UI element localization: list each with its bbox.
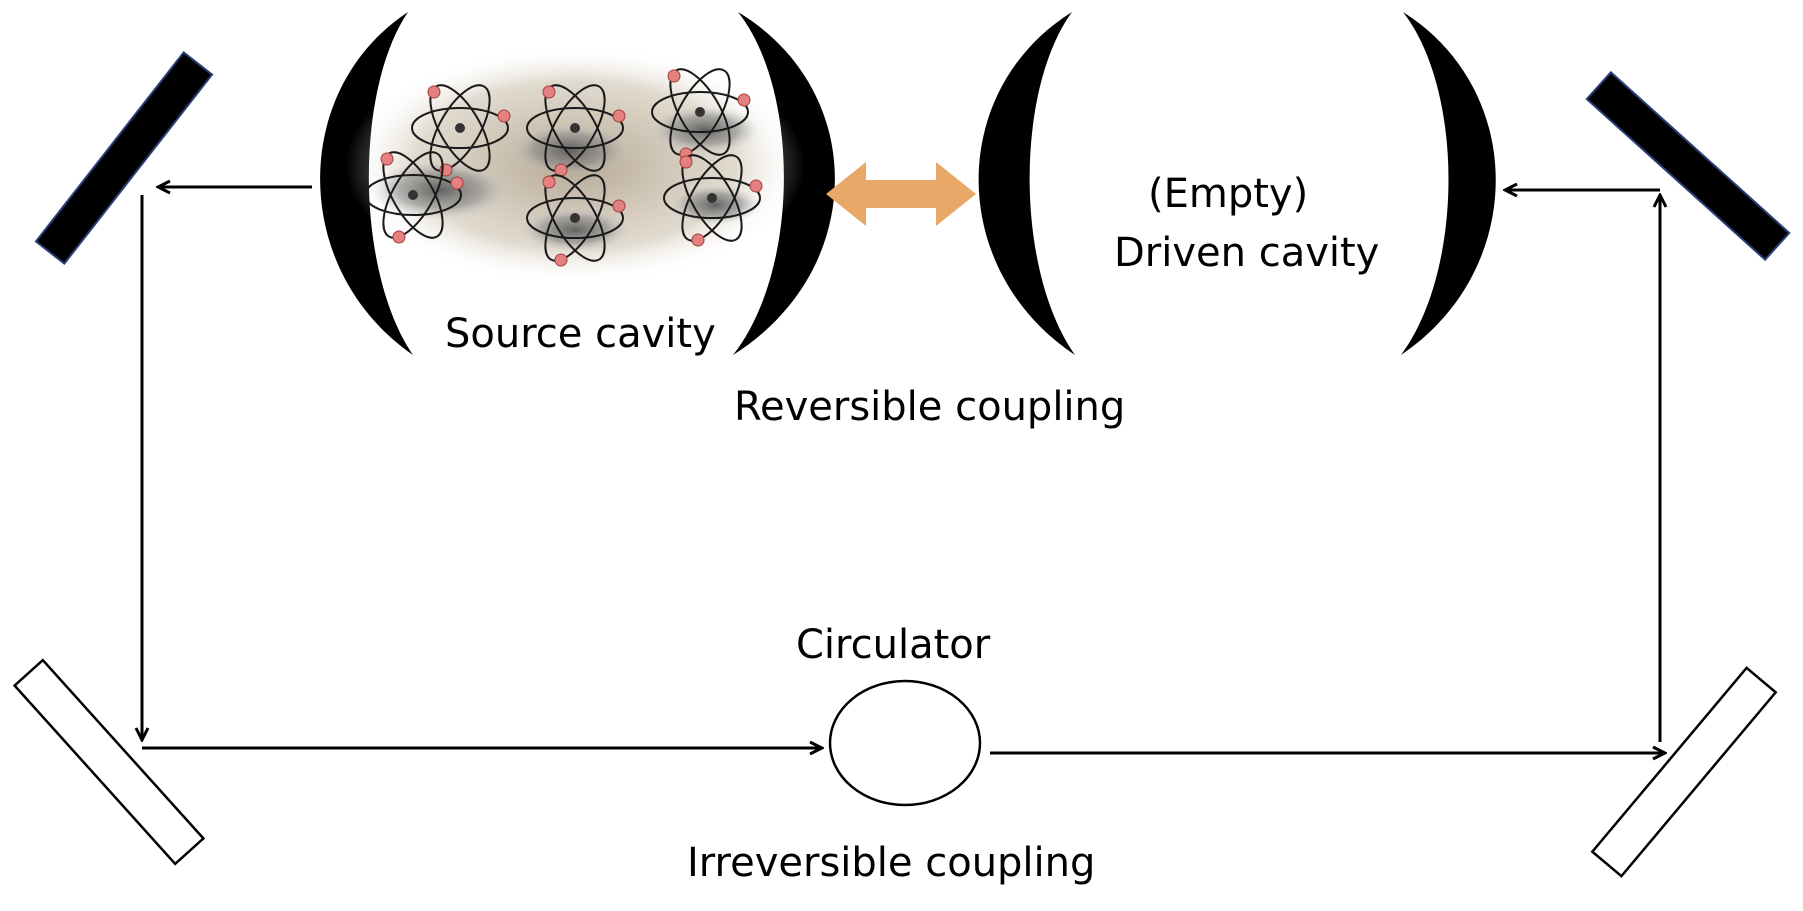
mirror-bottom-left: [12, 658, 206, 866]
circulator-label: Circulator: [796, 622, 991, 668]
mirror-top-left: [34, 50, 214, 266]
driven-cavity-left-mirror: [978, 12, 1075, 355]
reversible-coupling-label: Reversible coupling: [734, 384, 1126, 430]
reversible-coupling-arrow: [826, 162, 976, 226]
beam-path: [142, 187, 1665, 753]
driven-cavity-label: Driven cavity: [1114, 230, 1380, 276]
mirror-top-right: [1585, 70, 1791, 262]
atomic-cloud: [345, 45, 805, 285]
empty-label: (Empty): [1148, 171, 1309, 217]
irreversible-coupling-label: Irreversible coupling: [687, 840, 1096, 886]
source-cavity-label: Source cavity: [445, 311, 716, 357]
circulator: [828, 679, 982, 807]
mirror-bottom-right: [1590, 666, 1778, 878]
driven-cavity-right-mirror: [1401, 12, 1496, 355]
